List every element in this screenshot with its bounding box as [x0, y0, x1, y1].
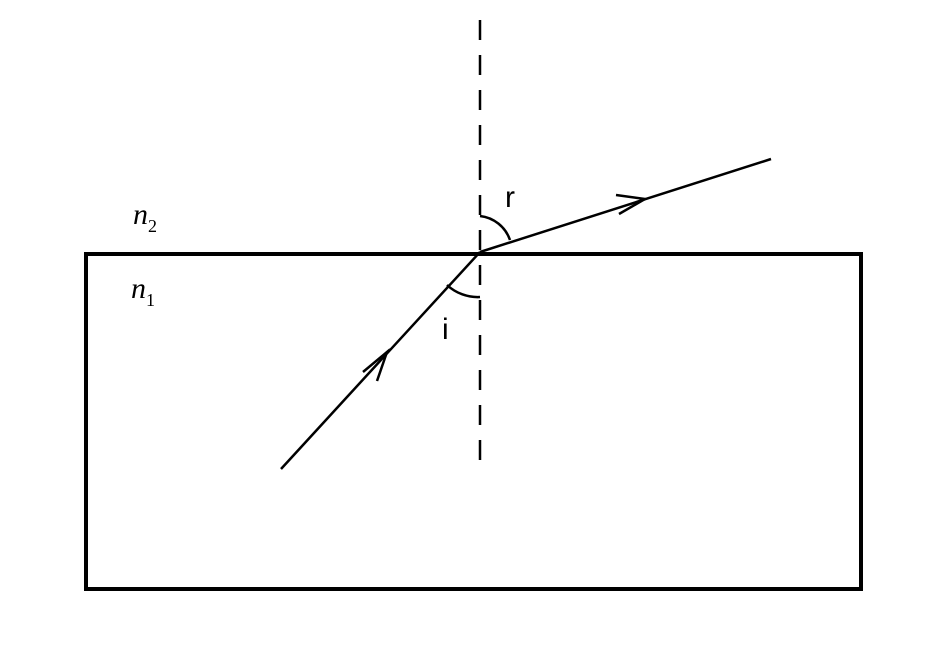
upper-medium-label: n2: [133, 198, 157, 236]
incidence-angle-arc: [446, 284, 481, 299]
refraction-angle-label: r: [505, 181, 515, 214]
incidence-angle-label: i: [442, 313, 449, 346]
lower-medium-label: n1: [131, 272, 155, 310]
refracted-ray: [479, 157, 772, 254]
incident-ray: [280, 251, 481, 470]
incident-arrowhead: [362, 348, 390, 382]
refraction-angle-arc: [479, 214, 512, 241]
lower-medium-block: [84, 252, 863, 591]
refracted-arrowhead: [615, 193, 649, 216]
